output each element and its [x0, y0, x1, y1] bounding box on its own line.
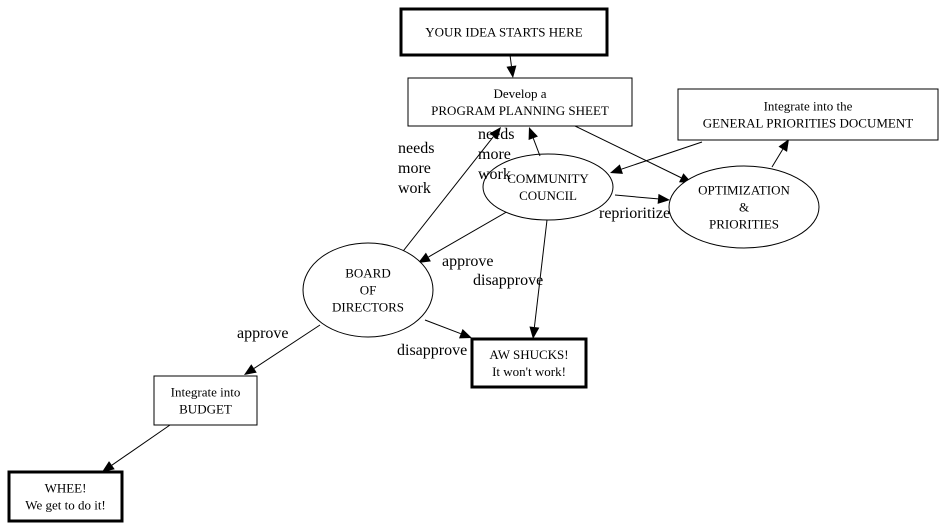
arrowhead-icon: [418, 252, 431, 263]
edge-cc-to-opt: reprioritize: [599, 193, 670, 222]
edge-line: [532, 138, 541, 157]
edge-line: [424, 319, 461, 335]
node-box: [7, 470, 124, 523]
node-label: It won't work!: [492, 364, 566, 379]
node-whee: WHEE! We get to do it!: [7, 470, 124, 523]
edge-label: more: [398, 160, 431, 177]
edge-line: [509, 54, 512, 67]
node-bod: BOARD OF DIRECTORS: [302, 242, 434, 338]
edge-line: [574, 125, 682, 179]
arrowhead-icon: [506, 65, 517, 78]
arrowhead-icon: [528, 127, 538, 140]
edge-cc-to-pps: needs more work: [478, 126, 541, 183]
node-label: Integrate into: [171, 385, 241, 400]
arrowhead-icon: [489, 127, 501, 140]
edge-label: approve: [442, 253, 494, 270]
edge-bod-to-budget: approve: [237, 324, 321, 375]
edge-label: needs: [398, 140, 434, 157]
node-box: [677, 88, 939, 141]
node-box: [470, 337, 588, 389]
edge-label: disapprove: [397, 342, 467, 359]
edge-label: needs: [478, 126, 514, 143]
node-label: YOUR IDEA STARTS HERE: [425, 25, 582, 40]
node-label: AW SHUCKS!: [489, 347, 568, 362]
edge-line: [771, 148, 784, 168]
edge-label: reprioritize: [599, 205, 670, 222]
node-label: Develop a: [493, 86, 546, 101]
node-label: BUDGET: [179, 402, 232, 417]
edge-label: approve: [237, 325, 289, 342]
node-label: DIRECTORS: [332, 300, 404, 315]
node-label: OPTIMIZATION: [698, 183, 790, 198]
node-box: [153, 375, 258, 426]
edge-idea-to-pps: [506, 54, 517, 78]
node-ellipse: [668, 165, 820, 249]
node-idea: YOUR IDEA STARTS HERE: [399, 7, 609, 57]
edge-opt-to-gpd: [771, 139, 789, 168]
arrowhead-icon: [778, 139, 789, 152]
edge-label: work: [398, 180, 431, 197]
node-label: OF: [360, 283, 377, 298]
node-label: COMMUNITY: [507, 171, 589, 186]
node-label: PROGRAM PLANNING SHEET: [431, 103, 609, 118]
arrowhead-icon: [102, 461, 115, 472]
edge-cc-to-bod: approve: [418, 209, 511, 270]
edge-line: [399, 136, 494, 256]
node-label: BOARD: [345, 266, 391, 281]
arrowhead-icon: [610, 164, 623, 174]
arrowhead-icon: [529, 326, 540, 339]
edge-line: [621, 141, 703, 170]
edge-bod-to-aw: disapprove: [397, 319, 472, 359]
edge-line: [111, 424, 171, 466]
node-ellipse: [302, 242, 434, 338]
arrowhead-icon: [459, 329, 472, 339]
node-label: WHEE!: [45, 481, 87, 496]
node-ellipse: [482, 153, 614, 221]
node-label: PRIORITIES: [709, 217, 779, 232]
edge-label: disapprove: [473, 272, 543, 289]
edge-label: work: [478, 166, 511, 183]
node-label: &: [739, 200, 749, 215]
edge-budget-to-whee: [102, 424, 171, 472]
node-opt: OPTIMIZATION & PRIORITIES: [668, 165, 820, 249]
edge-label: more: [478, 146, 511, 163]
node-cc: COMMUNITY COUNCIL: [482, 153, 614, 221]
edge-line: [614, 194, 659, 200]
arrowhead-icon: [244, 364, 257, 375]
edge-line: [253, 324, 321, 369]
node-pps: Develop a PROGRAM PLANNING SHEET: [407, 77, 633, 127]
edge-line: [428, 209, 511, 258]
node-label: Integrate into the: [764, 99, 853, 114]
arrowhead-icon: [657, 193, 670, 204]
edge-line: [533, 219, 548, 328]
edge-gpd-to-cc: [610, 141, 703, 174]
node-aw: AW SHUCKS! It won't work!: [470, 337, 588, 389]
node-label: GENERAL PRIORITIES DOCUMENT: [703, 116, 913, 131]
node-label: We get to do it!: [25, 498, 106, 513]
node-box: [399, 7, 609, 57]
node-label: COUNCIL: [519, 188, 577, 203]
edge-bod-to-pps: needs more work: [398, 127, 501, 256]
node-box: [407, 77, 633, 127]
edge-cc-to-aw: disapprove: [473, 219, 548, 339]
